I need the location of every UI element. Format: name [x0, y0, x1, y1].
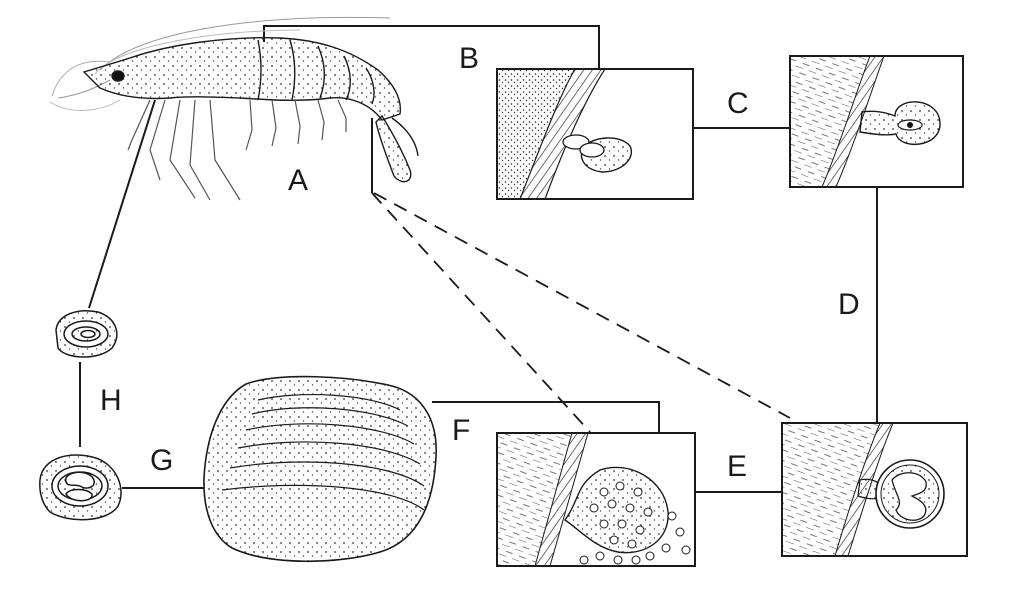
label-c: C — [727, 87, 749, 120]
label-b: B — [459, 42, 479, 75]
connector-lines — [79, 25, 878, 493]
dashed-a-e — [373, 192, 791, 419]
panel-c-frame — [789, 55, 964, 188]
label-f: F — [452, 414, 470, 447]
label-h: H — [100, 384, 122, 417]
connector-a-h — [88, 99, 156, 309]
cyst-upper — [55, 310, 118, 358]
stage-labels: A B C D E F G H — [100, 42, 860, 483]
panel-c — [790, 56, 963, 187]
clam-shell — [203, 375, 437, 563]
panel-b-frame — [496, 68, 694, 200]
shrimp-eye-icon — [111, 70, 125, 82]
connector-a-b — [263, 25, 600, 69]
label-g: G — [150, 444, 173, 477]
panel-b — [497, 69, 693, 199]
panel-f — [497, 433, 695, 566]
panel-e — [782, 423, 967, 556]
cyst-lower — [39, 454, 122, 521]
label-d: D — [838, 288, 860, 321]
shrimp-tail — [375, 114, 412, 183]
dashed-a-f — [371, 192, 591, 433]
label-e: E — [727, 450, 747, 483]
dashed-connectors — [371, 192, 791, 433]
shrimp-host — [49, 16, 419, 201]
panel-e-frame — [781, 422, 968, 557]
panel-f-frame — [496, 432, 696, 567]
shrimp-body — [82, 37, 402, 121]
label-a: A — [288, 164, 308, 197]
